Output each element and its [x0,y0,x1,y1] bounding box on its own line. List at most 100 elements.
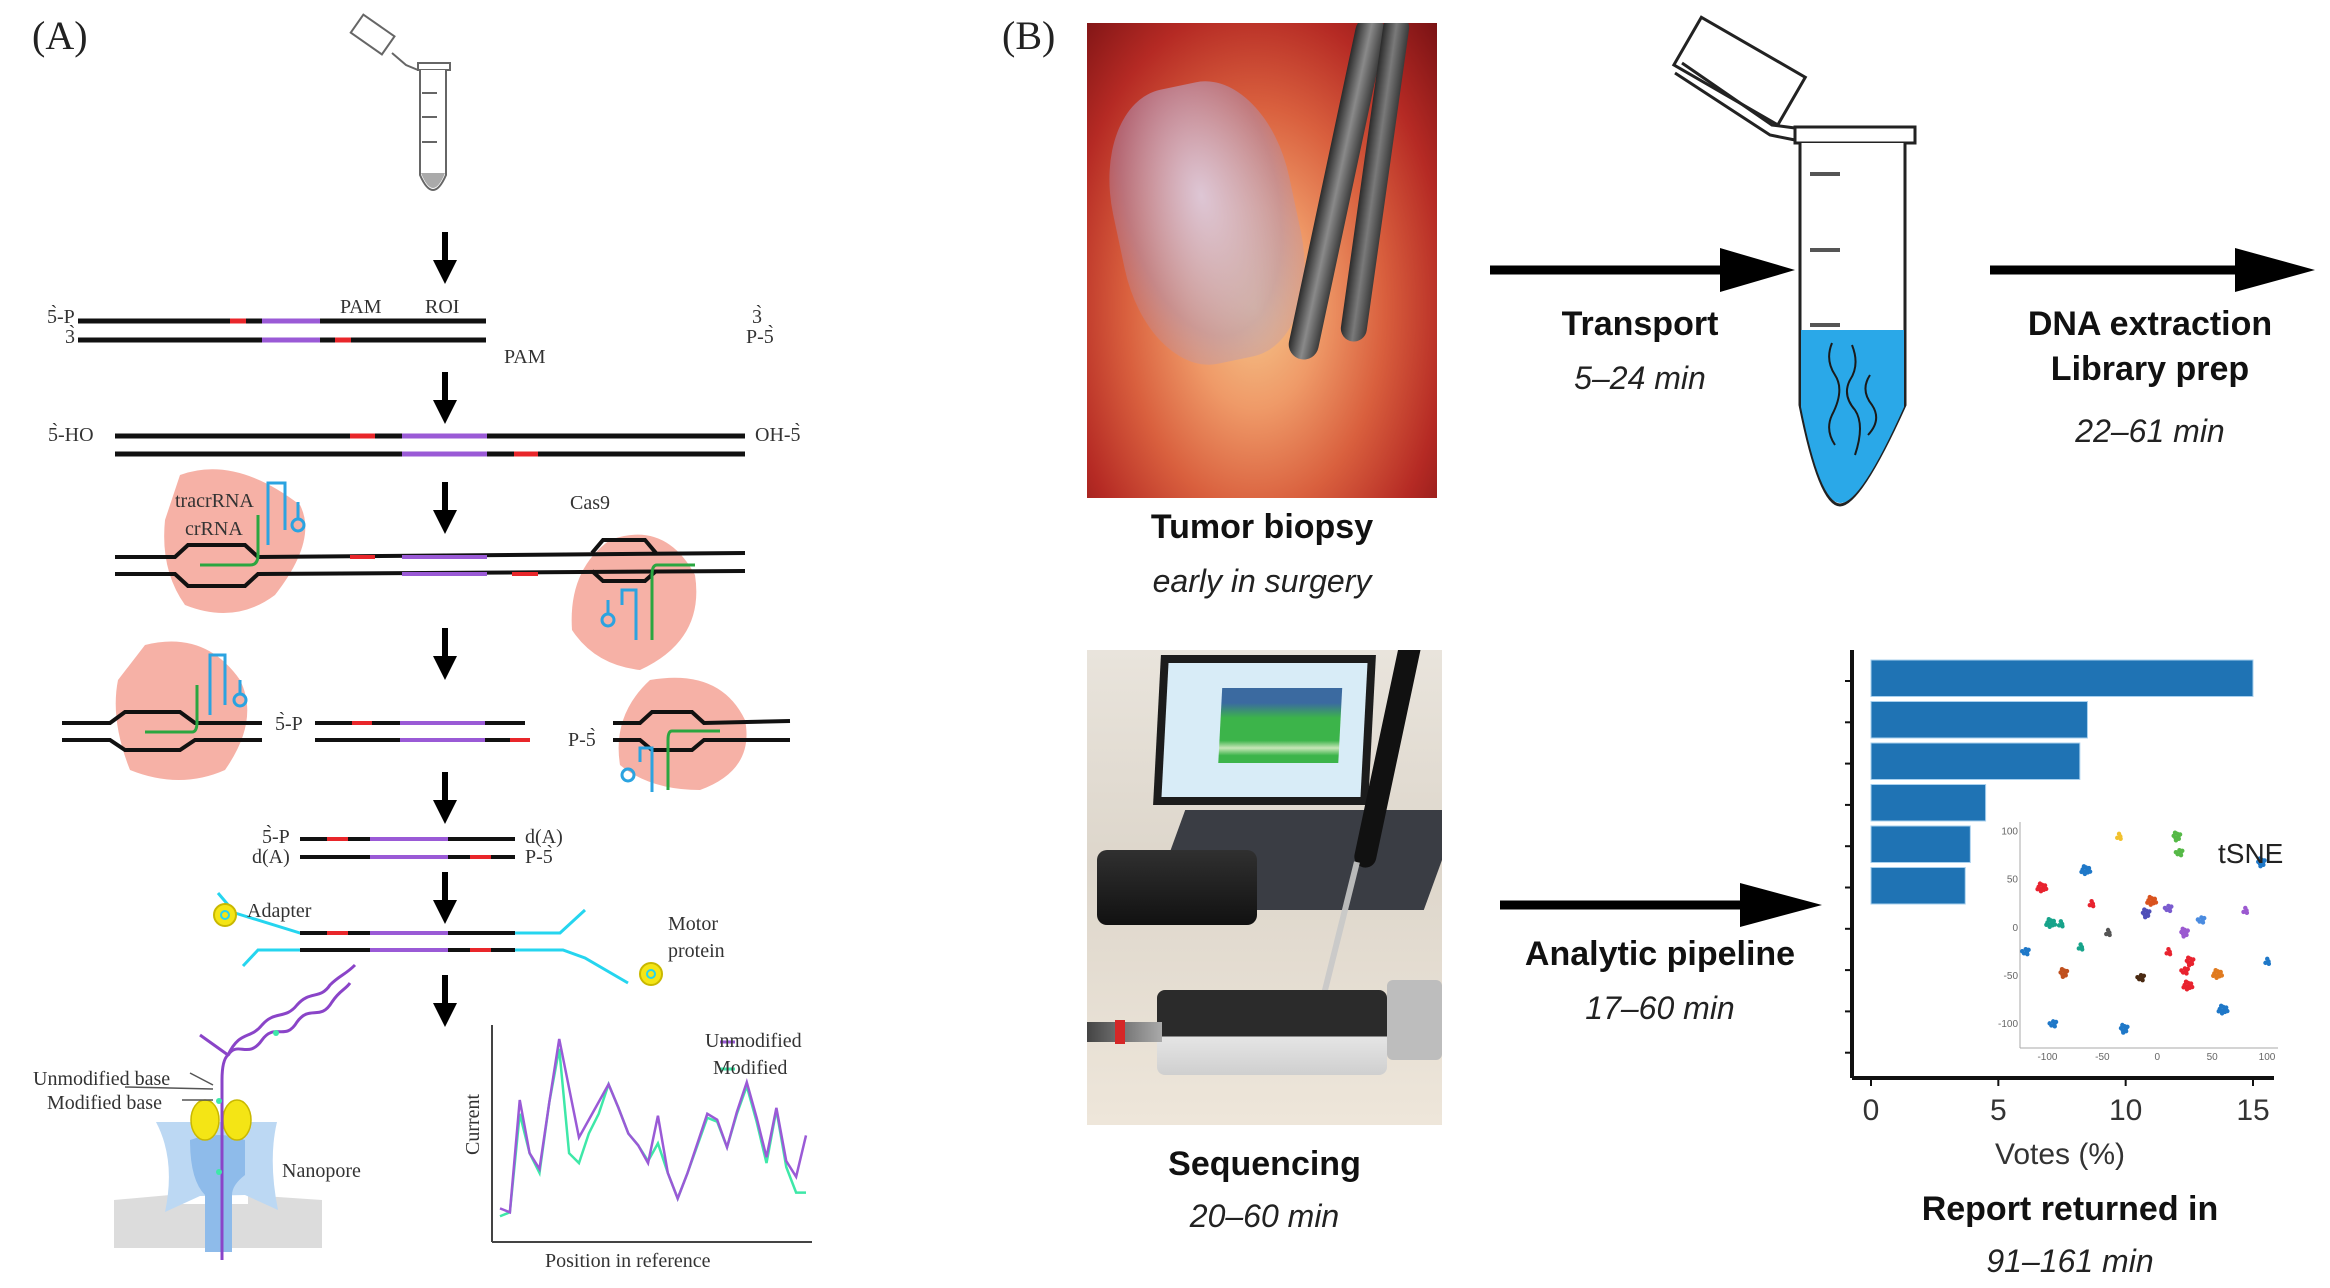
cas9-label: Cas9 [570,492,610,514]
tsne-point [2141,973,2147,979]
tsne-point [2219,1011,2225,1016]
tsne-cluster [2164,947,2173,957]
tsne-x-tick-label: -50 [2095,1052,2110,1063]
tsne-point [2143,914,2148,920]
sequencing-time: 20–60 min [1189,1198,1340,1234]
tumor-biopsy-photo [1087,23,1437,498]
motor-protein-label: Motor [668,913,718,935]
tsne-point [2120,1022,2125,1028]
tsne-cluster [2056,919,2065,929]
biopsy-title: Tumor biopsy [1150,508,1374,546]
tube-liquid [1801,330,1904,504]
tsne-point [2241,909,2246,915]
dna-duplex-step1 [78,318,486,343]
report-time: 91–161 min [1986,1243,2154,1279]
tracrrna-label: tracrRNA [175,490,254,512]
tsne-point [2059,967,2065,972]
tsne-point [2035,887,2040,892]
dna-tube-icon [1671,15,1917,507]
tsne-point [2145,900,2150,905]
tsne-point [2184,971,2189,976]
tsne-point [2162,905,2168,911]
tsne-point [2166,947,2171,952]
tsne-point [2140,977,2145,983]
down-arrow-icon [433,232,457,284]
x-tick-label: 15 [2236,1094,2269,1127]
strand-end-label: 5̀-P [47,306,75,328]
tsne-point [2038,889,2044,894]
tsne-point [2185,928,2190,933]
tsne-point [2025,952,2030,957]
tsne-cluster [2181,979,2195,992]
strand-end-label: OH-5̀ [755,424,801,446]
tsne-point [2191,957,2196,962]
tsne-cluster [2140,907,2152,920]
tsne-point [2019,949,2025,954]
x-tick-label: 10 [2109,1094,2142,1127]
tsne-point [2116,831,2122,837]
tsne-point [2167,952,2173,957]
right-arrow-icon [1490,248,1795,292]
tsne-point [2052,922,2058,927]
adapter-label: Adapter [247,900,312,922]
tsne-cluster [2079,864,2093,877]
roi-label: ROI [425,296,460,318]
tsne-cluster [2104,927,2112,938]
sequencing-photo [1087,650,1442,1125]
motor-protein-icon [190,1099,220,1141]
tsne-point [2244,910,2250,916]
tsne-point [2064,968,2070,974]
tsne-point [2046,917,2051,922]
tsne-cluster [2179,966,2190,976]
tsne-x-tick-label: -100 [2037,1052,2057,1063]
tsne-point [2173,849,2179,855]
bar [1870,867,1966,905]
tsne-point [2167,908,2173,914]
tsne-point [2058,919,2064,924]
votes-xlabel: Votes (%) [1995,1138,2126,1171]
x-tick-label: 5 [1990,1094,2007,1127]
down-arrow-icon [433,628,457,680]
report-title: Report returned in [1921,1190,2219,1228]
tsne-cluster [2135,973,2147,983]
tsne-point [2147,909,2152,914]
down-arrow-icon [433,872,457,924]
bar [1870,659,2254,697]
dna-duplex-step2 [115,433,745,457]
tsne-cluster [2035,881,2049,894]
strand-end-label: 5̀-P [262,826,290,848]
tsne-point [2104,931,2109,937]
tsne-cluster [2211,967,2225,980]
da-tailing-step [300,837,515,859]
transport-time: 5–24 min [1574,360,1706,396]
legend-modified-label: Modified [713,1057,788,1079]
tsne-cluster [2171,830,2183,843]
tsne-point [2153,900,2159,905]
right-arrow-icon [1990,248,2315,292]
tsne-point [2121,1030,2126,1035]
tsne-point [2188,981,2194,986]
tsne-cluster [2058,967,2070,980]
tsne-point [2090,903,2096,909]
tsne-cluster [2044,917,2058,930]
tsne-point [2262,858,2267,863]
tsne-point [2218,1003,2224,1008]
crrna-strand [200,515,260,567]
cas9-protein [164,469,306,613]
tsne-cluster [2076,942,2085,952]
bar [1870,701,2088,739]
tsne-point [2080,947,2085,952]
tsne-x-tick-label: 0 [2154,1052,2160,1063]
tsne-y-tick-label: 100 [2001,827,2018,838]
tsne-point [2243,905,2248,911]
tsne-cluster [2179,926,2190,939]
tsne-cluster [2184,955,2196,968]
membrane-overlay [1089,67,1325,379]
tsne-point [2148,902,2153,907]
tsne-point [2190,984,2195,990]
tsne-point [2181,985,2186,990]
tsne-x-tick-label: 100 [2259,1052,2276,1063]
tracrrna-strand [620,588,638,640]
tsne-point [2263,960,2268,966]
tsne-point [2105,927,2111,933]
